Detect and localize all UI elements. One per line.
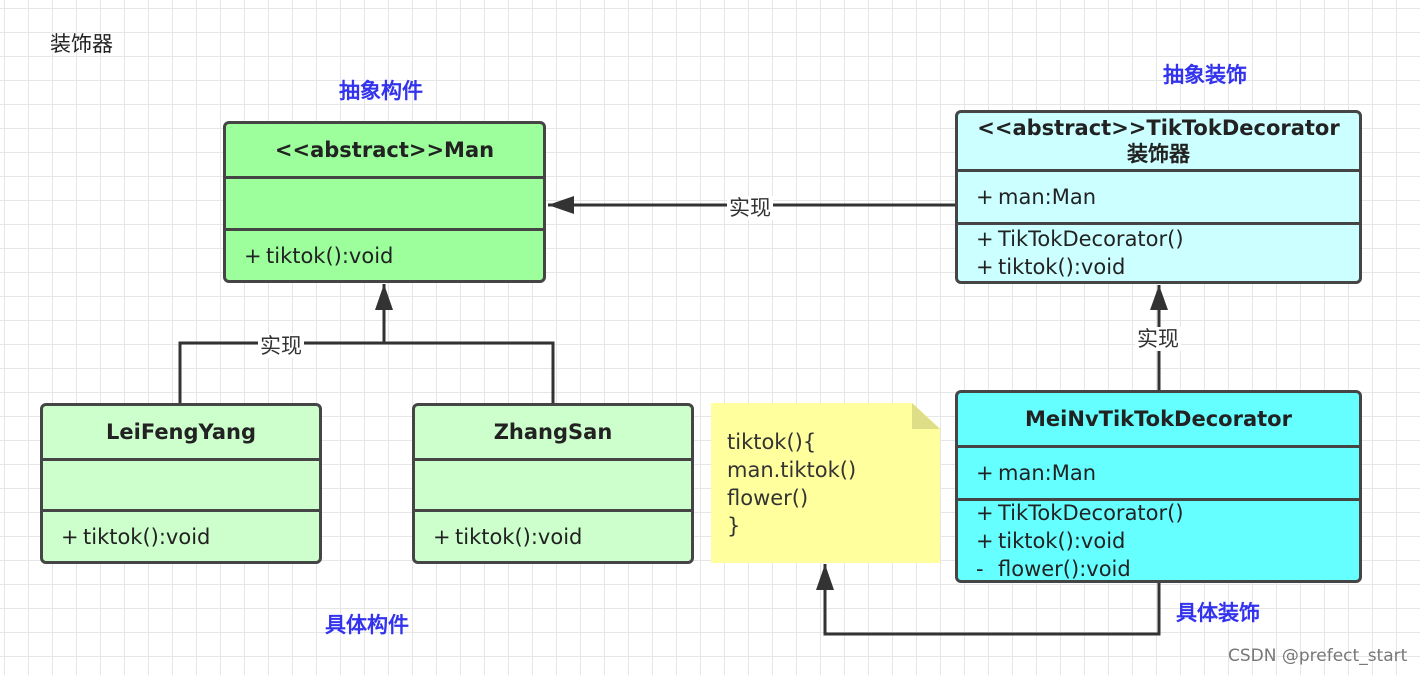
method-section: + TikTokDecorator() + tiktok():void - fl… [958,499,1359,581]
visibility-marker: + [244,243,262,268]
method-section: + tiktok():void [415,512,691,561]
attribute-signature: man:Man [998,461,1097,485]
role-label-abstract-decorator: 抽象装饰 [1163,63,1247,87]
method-signature: flower():void [998,556,1131,581]
attribute-section-empty [43,461,319,512]
class-name-line1: <<abstract>>TikTokDecorator [977,116,1340,140]
class-name: ZhangSan [415,406,691,461]
arrowhead-note-bottom [816,564,834,590]
method-row: - flower():void [976,555,1359,581]
role-label-abstract-component: 抽象构件 [339,79,423,103]
diagram-title: 装饰器 [50,32,113,56]
visibility-marker: + [976,528,994,553]
attribute-section: + man:Man [958,448,1359,501]
method-row: + TikTokDecorator() [976,499,1359,527]
method-signature: tiktok():void [83,524,211,549]
class-zhangsan[interactable]: ZhangSan + tiktok():void [412,403,694,564]
class-leifengyang[interactable]: LeiFengYang + tiktok():void [40,403,322,564]
method-signature: TikTokDecorator() [998,227,1184,251]
class-name: <<abstract>>TikTokDecorator 装饰器 [958,113,1359,172]
code-note-text: tiktok(){ man.tiktok() flower() } [727,428,856,540]
role-label-concrete-decorator: 具体装饰 [1176,601,1260,625]
class-name: LeiFengYang [43,406,319,461]
method-row: + tiktok():void [61,523,319,551]
edge-label-components-man: 实现 [258,334,304,358]
visibility-marker: + [976,461,994,485]
edge-meinv-to-note [823,564,1161,636]
method-signature: tiktok():void [998,528,1126,553]
watermark: CSDN @prefect_start [1228,646,1408,666]
method-signature: tiktok():void [455,524,583,549]
method-signature: TikTokDecorator() [998,500,1184,525]
edge-label-meinv-decorator: 实现 [1135,327,1181,351]
method-section: + tiktok():void [226,231,543,280]
method-row: + tiktok():void [244,242,543,270]
class-name: MeiNvTikTokDecorator [958,393,1359,448]
attribute-row: + man:Man [976,459,1359,487]
note-line: flower() [727,486,809,510]
class-meinv-tiktok-decorator[interactable]: MeiNvTikTokDecorator + man:Man + TikTokD… [955,390,1362,583]
method-section: + tiktok():void [43,512,319,561]
method-row: + tiktok():void [976,253,1359,281]
class-name-line2: 装饰器 [1127,142,1190,166]
class-man[interactable]: <<abstract>>Man + tiktok():void [223,121,546,283]
visibility-marker: + [976,185,994,209]
note-line: man.tiktok() [727,458,857,482]
attribute-signature: man:Man [998,185,1097,209]
attribute-section-empty [415,461,691,512]
role-label-concrete-component: 具体构件 [325,613,409,637]
arrowhead-decorator-bottom [1150,285,1168,310]
method-row: + TikTokDecorator() [976,225,1359,253]
arrowhead-man-right [548,196,574,214]
method-signature: tiktok():void [998,255,1126,279]
attribute-section: + man:Man [958,172,1359,225]
visibility-marker: + [61,524,79,549]
visibility-marker: - [976,556,984,581]
visibility-marker: + [976,500,994,525]
class-tiktok-decorator[interactable]: <<abstract>>TikTokDecorator 装饰器 + man:Ma… [955,110,1362,284]
method-section: + TikTokDecorator() + tiktok():void [958,225,1359,281]
code-note[interactable] [711,403,940,563]
attribute-section-empty [226,179,543,231]
attribute-row: + man:Man [976,183,1359,211]
edge-label-decorator-man: 实现 [727,196,773,220]
visibility-marker: + [433,524,451,549]
method-row: + tiktok():void [433,523,691,551]
visibility-marker: + [976,227,994,251]
method-signature: tiktok():void [266,243,394,268]
note-line: tiktok(){ [727,430,817,454]
arrowhead-man-bottom [375,284,393,310]
class-name: <<abstract>>Man [226,124,543,179]
method-row: + tiktok():void [976,527,1359,555]
edge-components-to-man [178,341,555,403]
visibility-marker: + [976,255,994,279]
note-line: } [727,514,741,538]
